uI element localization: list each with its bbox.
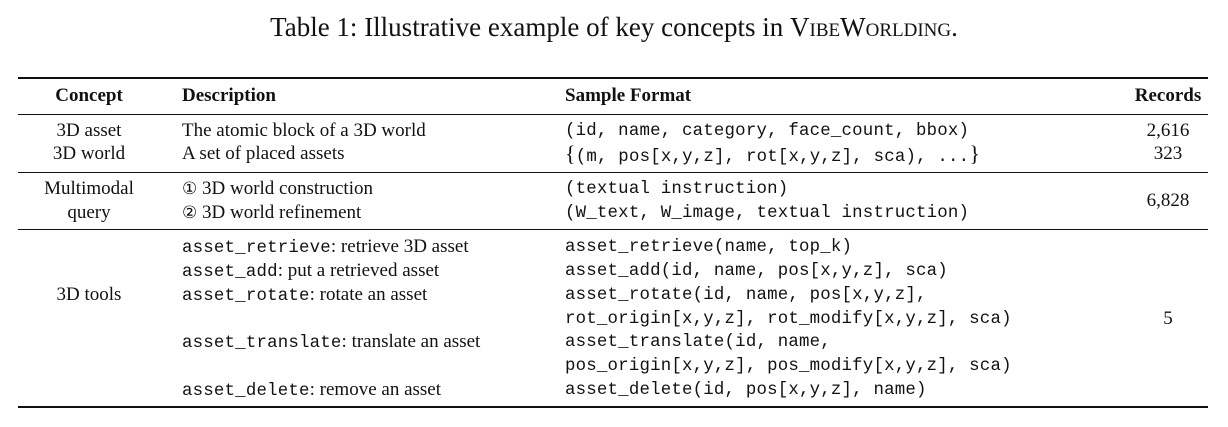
tool-translate-desc: : translate an asset	[341, 331, 481, 352]
caption-system-name: VibeWorlding	[790, 12, 952, 42]
circled-two-marker: ②	[182, 203, 198, 223]
close-brace: }	[969, 141, 981, 166]
world-description: A set of placed assets	[182, 143, 345, 164]
world-concept: 3D world	[52, 143, 126, 164]
asset-format: (id, name, category, face_count, bbox)	[565, 122, 970, 141]
query-records: 6,828	[1146, 190, 1190, 211]
tool-translate-name: asset_translate	[182, 334, 342, 353]
tool-retrieve-name: asset_retrieve	[182, 239, 331, 258]
caption-prefix: Table 1: Illustrative example of key con…	[270, 12, 791, 42]
asset-concept: 3D asset	[56, 120, 122, 141]
query-item2-format: (W_text, W_image, textual instruction)	[565, 204, 970, 223]
query-item1-format: (textual instruction)	[565, 180, 789, 199]
header-rule	[18, 114, 1208, 115]
section-rule-1	[18, 172, 1208, 173]
tool-add-name: asset_add	[182, 263, 278, 282]
tool-add-format: asset_add(id, name, pos[x,y,z], sca)	[565, 262, 948, 281]
tool-retrieve-desc: : retrieve 3D asset	[330, 236, 469, 257]
tools-concept: 3D tools	[56, 284, 122, 305]
tool-rotate-name: asset_rotate	[182, 287, 310, 306]
header-records: Records	[1134, 85, 1202, 106]
tool-delete-name: asset_delete	[182, 382, 310, 401]
query-item1-text: 3D world construction	[202, 178, 373, 199]
tool-rotate-format-line1: asset_rotate(id, name, pos[x,y,z],	[565, 286, 927, 305]
tool-translate-format-line2: pos_origin[x,y,z], pos_modify[x,y,z], sc…	[565, 357, 1012, 376]
header-sample-format: Sample Format	[565, 85, 692, 106]
section-rule-2	[18, 229, 1208, 230]
tool-delete-desc: : remove an asset	[309, 379, 442, 400]
tool-translate-format-line1: asset_translate(id, name,	[565, 333, 831, 352]
header-description: Description	[182, 85, 276, 106]
tool-rotate-format-line2: rot_origin[x,y,z], rot_modify[x,y,z], sc…	[565, 310, 1012, 329]
world-records: 323	[1153, 143, 1183, 164]
query-concept-line2: query	[67, 202, 111, 223]
tool-rotate-desc: : rotate an asset	[309, 284, 428, 305]
query-item-construction: ① 3D world construction	[182, 177, 373, 201]
query-concept-line1: Multimodal	[44, 178, 134, 199]
top-rule	[18, 77, 1208, 79]
world-format-text: (m, pos[x,y,z], rot[x,y,z], sca), ...	[575, 148, 970, 167]
world-format: {(m, pos[x,y,z], rot[x,y,z], sca), ...}	[565, 142, 980, 170]
caption-suffix: .	[951, 12, 958, 42]
asset-records: 2,616	[1146, 120, 1190, 141]
open-brace: {	[565, 141, 576, 166]
tool-retrieve-description: asset_retrieve: retrieve 3D asset	[182, 235, 469, 261]
table-caption: Table 1: Illustrative example of key con…	[0, 10, 1228, 44]
tool-rotate-description: asset_rotate: rotate an asset	[182, 283, 427, 309]
header-concept: Concept	[55, 85, 123, 106]
tool-add-desc: : put a retrieved asset	[277, 260, 440, 281]
tools-records: 5	[1163, 308, 1173, 329]
tool-add-description: asset_add: put a retrieved asset	[182, 259, 439, 285]
circled-one-marker: ①	[182, 179, 198, 199]
tool-translate-description: asset_translate: translate an asset	[182, 330, 480, 356]
query-item-refinement: ② 3D world refinement	[182, 201, 361, 225]
tool-retrieve-format: asset_retrieve(name, top_k)	[565, 238, 853, 257]
tool-delete-format: asset_delete(id, pos[x,y,z], name)	[565, 381, 927, 400]
tool-delete-description: asset_delete: remove an asset	[182, 378, 441, 404]
asset-description: The atomic block of a 3D world	[182, 120, 426, 141]
bottom-rule	[18, 406, 1208, 408]
query-item2-text: 3D world refinement	[202, 202, 362, 223]
